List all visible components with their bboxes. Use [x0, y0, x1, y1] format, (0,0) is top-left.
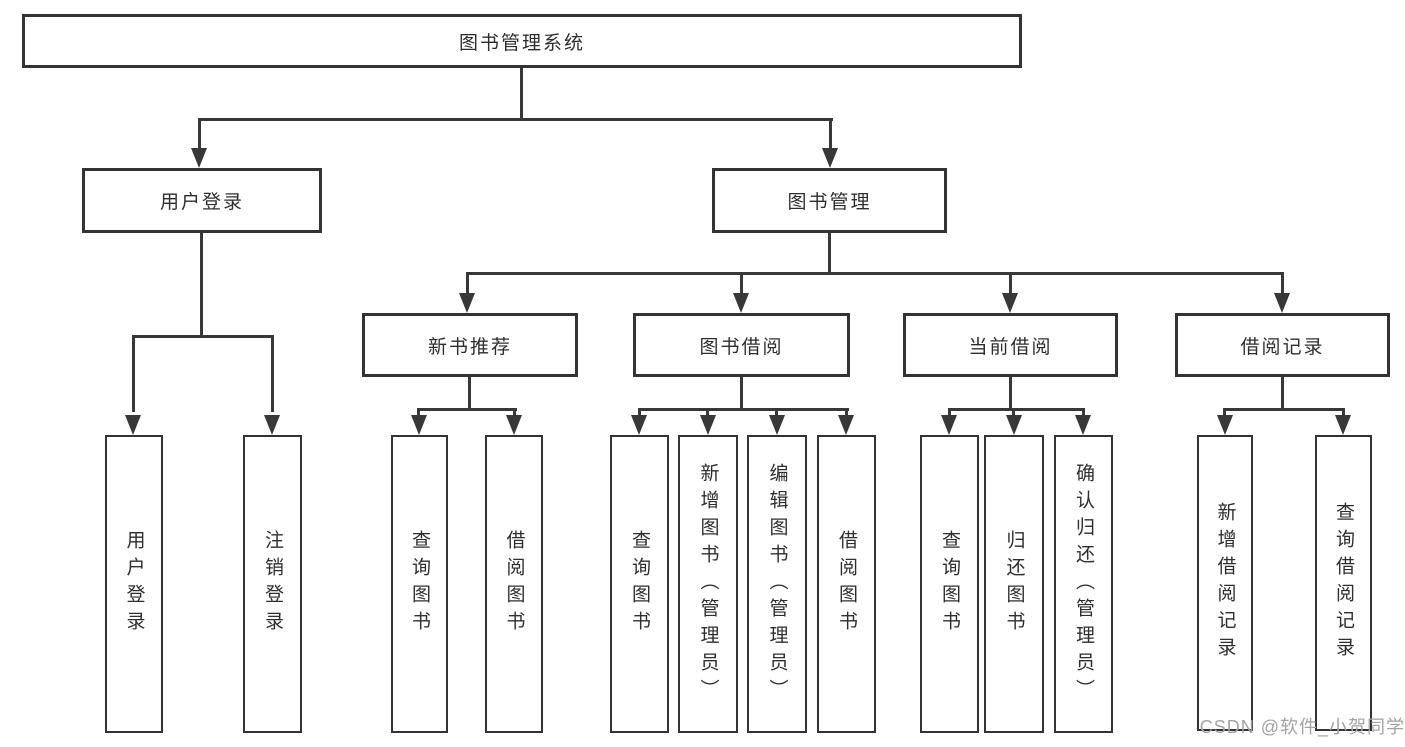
leaf-label: 注销登录: [262, 530, 283, 638]
arrowhead-down-icon: [459, 293, 475, 313]
node-label: 图书管理系统: [458, 32, 585, 54]
arrowhead-down-icon: [1002, 293, 1018, 313]
connector-line: [740, 272, 743, 295]
leaf-label: 新增借阅记录: [1214, 502, 1236, 664]
arrowhead-down-icon: [264, 415, 280, 435]
leaf-borrow-books-recommend: 借阅图书: [485, 435, 543, 733]
connector-line: [1082, 408, 1085, 418]
node-book-borrowing: 图书借阅: [633, 313, 850, 377]
leaf-label: 确认归还（管理员）: [1073, 462, 1094, 706]
connector-line: [417, 408, 517, 411]
leaf-label: 编辑图书（管理员）: [766, 462, 788, 706]
connector-line: [638, 408, 849, 411]
node-label: 用户登录: [159, 192, 244, 213]
node-label: 图书借阅: [699, 336, 784, 358]
leaf-borrow-books: 借阅图书: [817, 435, 876, 733]
connector-line: [740, 377, 743, 411]
arrowhead-down-icon: [1006, 415, 1022, 435]
connector-line: [775, 408, 778, 418]
connector-line: [706, 408, 709, 418]
node-label: 当前借阅: [968, 336, 1053, 358]
node-new-book-recommend: 新书推荐: [362, 313, 578, 377]
node-user-login: 用户登录: [82, 168, 322, 233]
connector-line: [468, 377, 471, 411]
connector-line: [1223, 408, 1345, 411]
connector-line: [271, 335, 274, 412]
connector-line: [845, 408, 848, 418]
node-library-management-system: 图书管理系统: [22, 14, 1022, 68]
connector-line: [828, 233, 831, 272]
leaf-label: 借阅图书: [503, 530, 525, 638]
leaf-label: 查询图书: [409, 530, 430, 638]
arrowhead-down-icon: [700, 415, 716, 435]
leaf-return-books: 归还图书: [984, 435, 1044, 733]
leaf-label: 查询借阅记录: [1333, 502, 1354, 664]
connector-line: [1009, 272, 1012, 295]
arrowhead-down-icon: [769, 415, 785, 435]
arrowhead-down-icon: [125, 415, 141, 435]
connector-line: [200, 233, 203, 335]
connector-line: [1009, 377, 1012, 411]
arrowhead-down-icon: [506, 415, 522, 435]
leaf-query-books-current: 查询图书: [920, 435, 979, 733]
connector-line: [132, 335, 135, 412]
arrowhead-down-icon: [191, 148, 207, 168]
connector-line: [513, 408, 516, 418]
leaf-label: 归还图书: [1003, 530, 1025, 638]
leaf-edit-books-admin: 编辑图书（管理员）: [747, 435, 807, 733]
node-label: 新书推荐: [427, 336, 512, 358]
leaf-label: 借阅图书: [836, 530, 857, 638]
connector-line: [1223, 408, 1226, 418]
node-label: 借阅记录: [1240, 336, 1325, 358]
leaf-label: 新增图书（管理员）: [697, 462, 719, 706]
connector-line: [948, 408, 1085, 411]
arrowhead-down-icon: [941, 415, 957, 435]
leaf-query-borrow-record: 查询借阅记录: [1315, 435, 1372, 731]
leaf-label: 查询图书: [939, 530, 960, 638]
connector-line: [1342, 408, 1345, 418]
arrowhead-down-icon: [733, 293, 749, 313]
leaf-user-login: 用户登录: [105, 435, 163, 733]
node-current-borrowing: 当前借阅: [903, 313, 1118, 377]
connector-line: [198, 118, 201, 150]
arrowhead-down-icon: [1217, 415, 1233, 435]
node-book-management: 图书管理: [712, 168, 947, 233]
node-label: 图书管理: [787, 192, 872, 213]
connector-line: [520, 68, 523, 118]
connector-line: [1281, 377, 1284, 411]
connector-line: [198, 118, 833, 121]
leaf-query-books-borrowing: 查询图书: [610, 435, 669, 733]
csdn-watermark: CSDN @软件_小贺同学: [1199, 717, 1405, 737]
connector-line: [417, 408, 420, 418]
leaf-label: 用户登录: [123, 530, 145, 638]
leaf-logout: 注销登录: [243, 435, 302, 733]
connector-line: [132, 335, 274, 338]
arrowhead-down-icon: [1075, 415, 1091, 435]
arrowhead-down-icon: [631, 415, 647, 435]
leaf-add-books-admin: 新增图书（管理员）: [678, 435, 738, 733]
arrowhead-down-icon: [838, 415, 854, 435]
node-borrowing-records: 借阅记录: [1175, 313, 1390, 377]
connector-line: [829, 118, 832, 150]
connector-line: [466, 272, 469, 295]
leaf-confirm-return-admin: 确认归还（管理员）: [1054, 435, 1113, 733]
leaf-add-borrow-record: 新增借阅记录: [1197, 435, 1253, 731]
arrowhead-down-icon: [1274, 293, 1290, 313]
connector-line: [1281, 272, 1284, 295]
arrowhead-down-icon: [1335, 415, 1351, 435]
leaf-query-books-recommend: 查询图书: [391, 435, 448, 733]
arrowhead-down-icon: [822, 148, 838, 168]
leaf-label: 查询图书: [629, 530, 650, 638]
connector-line: [1012, 408, 1015, 418]
connector-line: [638, 408, 641, 418]
arrowhead-down-icon: [411, 415, 427, 435]
connector-line: [948, 408, 951, 418]
connector-line: [466, 272, 1284, 275]
